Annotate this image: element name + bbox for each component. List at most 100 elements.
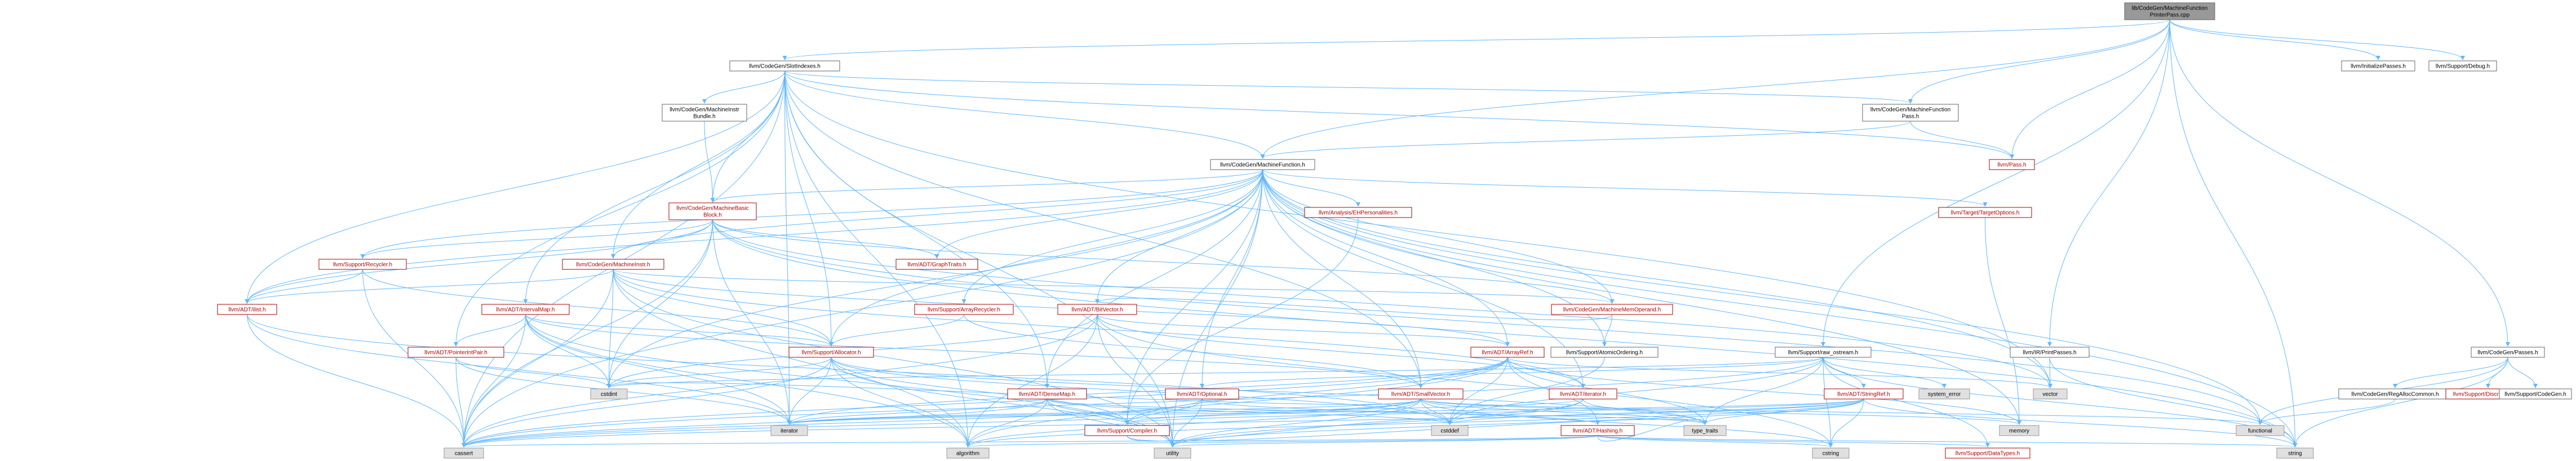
node-debug[interactable]: llvm/Support/Debug.h bbox=[2428, 60, 2497, 72]
edge-allocator-to-cstddef bbox=[831, 357, 1452, 425]
node-initpasses[interactable]: llvm/InitializePasses.h bbox=[2341, 60, 2415, 72]
edge-mbb-to-string bbox=[712, 219, 2298, 447]
edge-mf-to-iteratorh bbox=[1262, 169, 1585, 388]
node-pointerintpair[interactable]: llvm/ADT/PointerIntPair.h bbox=[407, 347, 504, 358]
edge-densemap-to-cstddef bbox=[1047, 398, 1452, 425]
edge-mf-to-utility bbox=[1170, 169, 1263, 447]
node-label-pass-line-0: llvm/Pass.h bbox=[1997, 162, 2026, 169]
node-box-recycler bbox=[318, 259, 407, 270]
node-box-densemap bbox=[1007, 388, 1087, 400]
node-box-printpasses bbox=[2010, 347, 2090, 358]
node-label-mbb-line-1: Block.h bbox=[703, 212, 722, 219]
edge-mf-to-functional bbox=[1262, 169, 2263, 425]
node-targetopts[interactable]: llvm/Target/TargetOptions.h bbox=[1938, 207, 2032, 218]
node-recycler[interactable]: llvm/Support/Recycler.h bbox=[318, 259, 407, 270]
node-cgpasses[interactable]: llvm/CodeGen/Passes.h bbox=[2471, 347, 2545, 358]
node-label-mfpass-line-1: Pass.h bbox=[1902, 114, 1919, 120]
edge-optional-to-compiler bbox=[1125, 398, 1203, 425]
node-pass[interactable]: llvm/Pass.h bbox=[1989, 159, 2035, 170]
node-arrayrecycler[interactable]: llvm/Support/ArrayRecycler.h bbox=[914, 304, 1014, 315]
edge-pointerintpair-to-cstdint bbox=[455, 357, 611, 388]
edge-hashing-to-datatypes bbox=[1597, 435, 1990, 447]
node-box-root bbox=[2124, 2, 2215, 20]
node-datatypes[interactable]: llvm/Support/DataTypes.h bbox=[1945, 447, 2030, 459]
node-cstdint: cstdint bbox=[590, 388, 628, 400]
node-compiler[interactable]: llvm/Support/Compiler.h bbox=[1084, 425, 1170, 436]
edge-rawostream-to-cassert bbox=[462, 357, 1824, 447]
node-mf[interactable]: llvm/CodeGen/MachineFunction.h bbox=[1210, 159, 1315, 170]
node-box-ilist bbox=[217, 304, 277, 315]
node-utility: utility bbox=[1154, 447, 1191, 459]
edge-mbb-to-vector bbox=[712, 219, 2052, 388]
node-ilist[interactable]: llvm/ADT/ilist.h bbox=[217, 304, 277, 315]
node-supcodegen[interactable]: llvm/Support/CodeGen.h bbox=[2499, 388, 2572, 400]
edge-rawostream-to-typetraits bbox=[1702, 357, 1824, 425]
node-optional[interactable]: llvm/ADT/Optional.h bbox=[1165, 388, 1239, 400]
edge-recycler-to-allocator bbox=[362, 269, 833, 347]
node-box-memory bbox=[1999, 425, 2039, 436]
node-regalloccommon[interactable]: llvm/CodeGen/RegAllocCommon.h bbox=[2338, 388, 2452, 400]
edge-minstr-to-cassert bbox=[462, 269, 614, 447]
node-box-mibundle bbox=[662, 104, 747, 122]
edge-mbb-to-mmoperand bbox=[712, 219, 1615, 304]
node-arrayref[interactable]: llvm/ADT/ArrayRef.h bbox=[1470, 347, 1545, 358]
node-stringref[interactable]: llvm/ADT/StringRef.h bbox=[1824, 388, 1904, 400]
node-atomicordering[interactable]: llvm/Support/AtomicOrdering.h bbox=[1550, 347, 1659, 358]
node-root[interactable]: lib/CodeGen/MachineFunctionPrinterPass.c… bbox=[2124, 2, 2215, 20]
edge-allocator-to-cstdint bbox=[606, 357, 832, 388]
edge-root-to-slotindexes bbox=[783, 19, 2170, 60]
edge-cgpasses-to-string bbox=[2293, 357, 2508, 447]
edge-mf-to-smallvector bbox=[1262, 169, 1423, 388]
node-systemerror: system_error bbox=[1918, 388, 1970, 400]
node-iteratorh[interactable]: llvm/ADT/iterator.h bbox=[1549, 388, 1617, 400]
node-mmoperand[interactable]: llvm/CodeGen/MachineMemOperand.h bbox=[1551, 304, 1673, 315]
edge-targetopts-to-memory bbox=[1985, 217, 2021, 425]
node-minstr[interactable]: llvm/CodeGen/MachineInstr.h bbox=[562, 259, 664, 270]
edge-root-to-mf bbox=[1260, 19, 2170, 159]
node-box-smallvector bbox=[1378, 388, 1464, 400]
node-allocator[interactable]: llvm/Support/Allocator.h bbox=[788, 347, 874, 358]
node-box-minstr bbox=[562, 259, 664, 270]
node-bitvector[interactable]: llvm/ADT/BitVector.h bbox=[1057, 304, 1137, 315]
edge-mf-to-ilist bbox=[245, 169, 1263, 304]
edge-intervalmap-to-cstdint bbox=[525, 314, 611, 388]
node-label-debug-line-0: llvm/Support/Debug.h bbox=[2436, 64, 2490, 70]
node-hashing[interactable]: llvm/ADT/Hashing.h bbox=[1560, 425, 1635, 436]
node-label-regalloccommon-line-0: llvm/CodeGen/RegAllocCommon.h bbox=[2351, 392, 2438, 398]
edge-ilist-to-cassert bbox=[247, 314, 466, 447]
edge-hashing-to-cstring bbox=[1597, 435, 1833, 447]
edge-densemap-to-algorithm bbox=[965, 398, 1048, 447]
node-box-stringref bbox=[1824, 388, 1904, 400]
edge-stringref-to-cassert bbox=[462, 398, 1864, 447]
node-memory: memory bbox=[1999, 425, 2039, 436]
edge-compiler-to-cstddef bbox=[1127, 419, 1452, 442]
node-label-typetraits-line-0: type_traits bbox=[1692, 428, 1718, 435]
edge-slotindexes-to-algorithm bbox=[784, 70, 970, 447]
edge-minstr-to-mmoperand bbox=[613, 269, 1615, 304]
node-label-memory-line-0: memory bbox=[2009, 428, 2029, 435]
node-slotindexes[interactable]: llvm/CodeGen/SlotIndexes.h bbox=[729, 60, 840, 72]
node-rawostream[interactable]: llvm/Support/raw_ostream.h bbox=[1775, 347, 1872, 358]
edge-minstr-to-iteratorh bbox=[613, 269, 1585, 388]
node-label-systemerror-line-0: system_error bbox=[1928, 392, 1961, 398]
node-graphtraits[interactable]: llvm/ADT/GraphTraits.h bbox=[895, 259, 978, 270]
edge-root-to-initpasses bbox=[2169, 19, 2380, 60]
edge-optional-to-cassert bbox=[462, 398, 1203, 447]
edge-hashing-to-typetraits bbox=[1597, 419, 1708, 442]
node-box-systemerror bbox=[1918, 388, 1970, 400]
edge-mf-to-mbb bbox=[710, 169, 1263, 202]
node-box-mfpass bbox=[1862, 104, 1959, 122]
node-smallvector[interactable]: llvm/ADT/SmallVector.h bbox=[1378, 388, 1464, 400]
node-ehpers[interactable]: llvm/Analysis/EHPersonalities.h bbox=[1304, 207, 1412, 218]
node-box-slotindexes bbox=[729, 60, 840, 72]
node-densemap[interactable]: llvm/ADT/DenseMap.h bbox=[1007, 388, 1087, 400]
edge-hashing-to-cassert bbox=[462, 435, 1598, 447]
node-label-allocator-line-0: llvm/Support/Allocator.h bbox=[801, 350, 861, 356]
node-intervalmap[interactable]: llvm/ADT/IntervalMap.h bbox=[481, 304, 570, 315]
node-printpasses[interactable]: llvm/IR/PrintPasses.h bbox=[2010, 347, 2090, 358]
edge-regalloccommon-to-functional bbox=[2258, 398, 2396, 425]
node-algorithm: algorithm bbox=[946, 447, 990, 459]
